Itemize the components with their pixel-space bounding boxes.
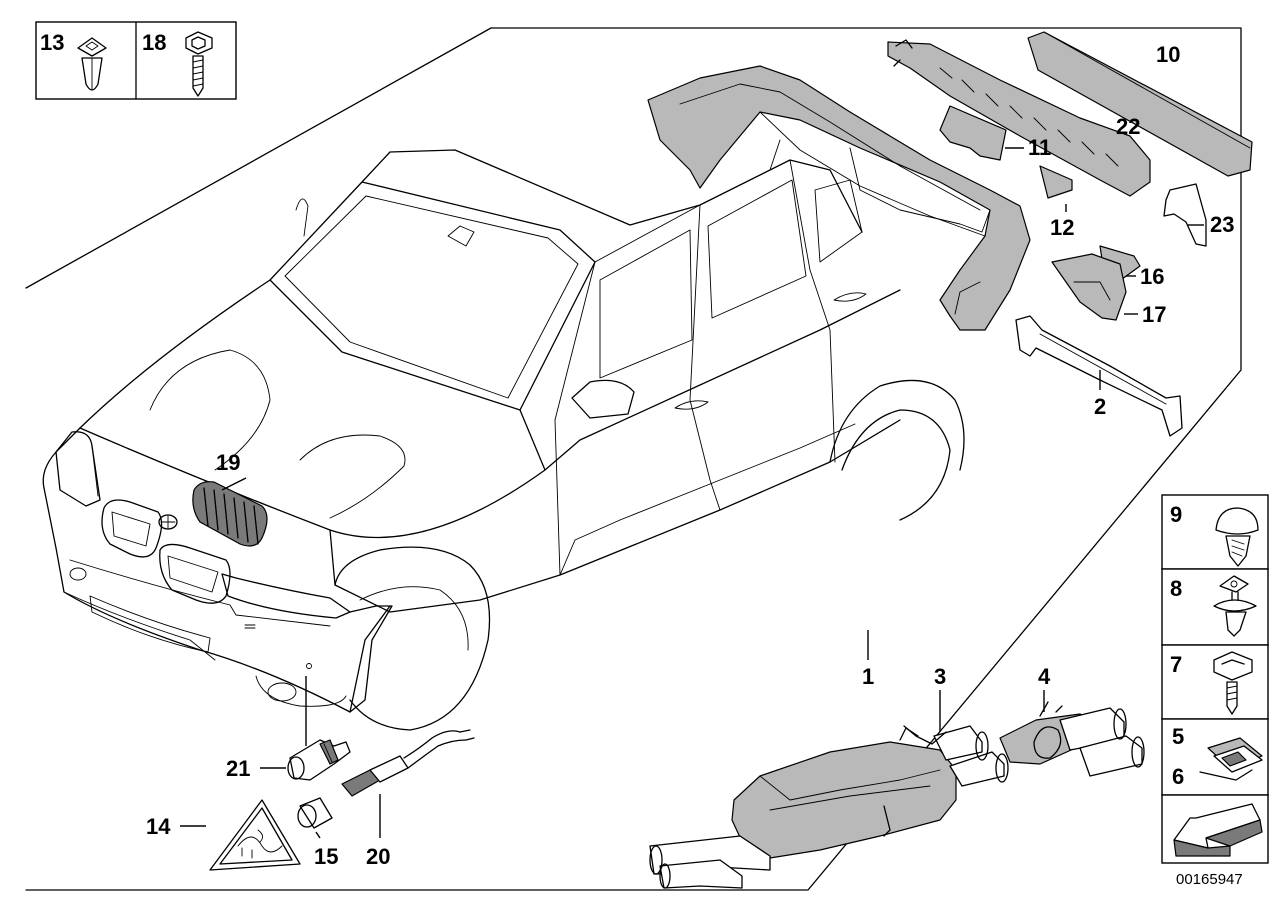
tailpipe-trim-3 xyxy=(903,725,1009,787)
callout-6[interactable]: 6 xyxy=(1172,764,1184,789)
callout-2[interactable]: 2 xyxy=(1094,394,1106,419)
callout-9[interactable]: 9 xyxy=(1170,502,1182,527)
rear-silencer xyxy=(649,727,957,889)
callout-1[interactable]: 1 xyxy=(862,664,874,689)
pdc-sensor xyxy=(287,739,351,781)
callout-11[interactable]: 11 xyxy=(1028,135,1051,160)
flange-screw-icon xyxy=(1213,651,1253,715)
callout-7[interactable]: 7 xyxy=(1170,652,1182,677)
callout-21[interactable]: 21 xyxy=(226,756,250,781)
callout-22[interactable]: 22 xyxy=(1116,114,1140,139)
callout-18[interactable]: 18 xyxy=(142,30,166,55)
vehicle-outline xyxy=(42,149,965,731)
leader-lines xyxy=(180,147,1204,839)
callouts: 10 11 22 12 23 16 17 2 1 3 4 19 21 14 15… xyxy=(146,42,1234,869)
clip-nut-icon xyxy=(1199,737,1263,781)
push-clip-icon xyxy=(1215,507,1259,567)
callout-8[interactable]: 8 xyxy=(1170,576,1182,601)
perspective-plate xyxy=(25,27,1242,891)
bumper-carrier xyxy=(887,39,1151,197)
sensor-cable xyxy=(341,729,475,797)
callout-3[interactable]: 3 xyxy=(934,664,946,689)
callout-17[interactable]: 17 xyxy=(1142,302,1166,327)
expanding-rivet-icon xyxy=(77,37,107,91)
bracket-23 xyxy=(1163,183,1207,247)
tailpipe-trim-4 xyxy=(999,701,1145,777)
sensor-ring xyxy=(297,797,333,829)
direction-arrow-icon xyxy=(1173,803,1263,857)
callout-19[interactable]: 19 xyxy=(216,450,240,475)
callout-13[interactable]: 13 xyxy=(40,30,64,55)
rear-carrier-bar xyxy=(1015,315,1183,437)
inset-box-13-18: 13 18 xyxy=(35,21,237,100)
trim-12 xyxy=(1039,165,1073,199)
callout-4[interactable]: 4 xyxy=(1038,664,1051,689)
callout-16[interactable]: 16 xyxy=(1140,264,1164,289)
callout-23[interactable]: 23 xyxy=(1210,212,1234,237)
trim-17 xyxy=(1051,253,1127,321)
hood-vent xyxy=(192,481,268,547)
hex-screw-icon xyxy=(185,31,213,97)
callout-12[interactable]: 12 xyxy=(1050,215,1074,240)
document-id: 00165947 xyxy=(1176,871,1243,888)
fastener-column: 9 8 7 5 6 xyxy=(1161,494,1269,864)
callout-10[interactable]: 10 xyxy=(1156,42,1180,67)
callout-14[interactable]: 14 xyxy=(146,814,171,839)
callout-20[interactable]: 20 xyxy=(366,844,390,869)
warning-label xyxy=(209,799,301,871)
callout-15[interactable]: 15 xyxy=(314,844,338,869)
callout-5[interactable]: 5 xyxy=(1172,724,1184,749)
rear-bumper-assembly xyxy=(647,65,1031,331)
spreader-clip-icon xyxy=(1213,575,1257,637)
